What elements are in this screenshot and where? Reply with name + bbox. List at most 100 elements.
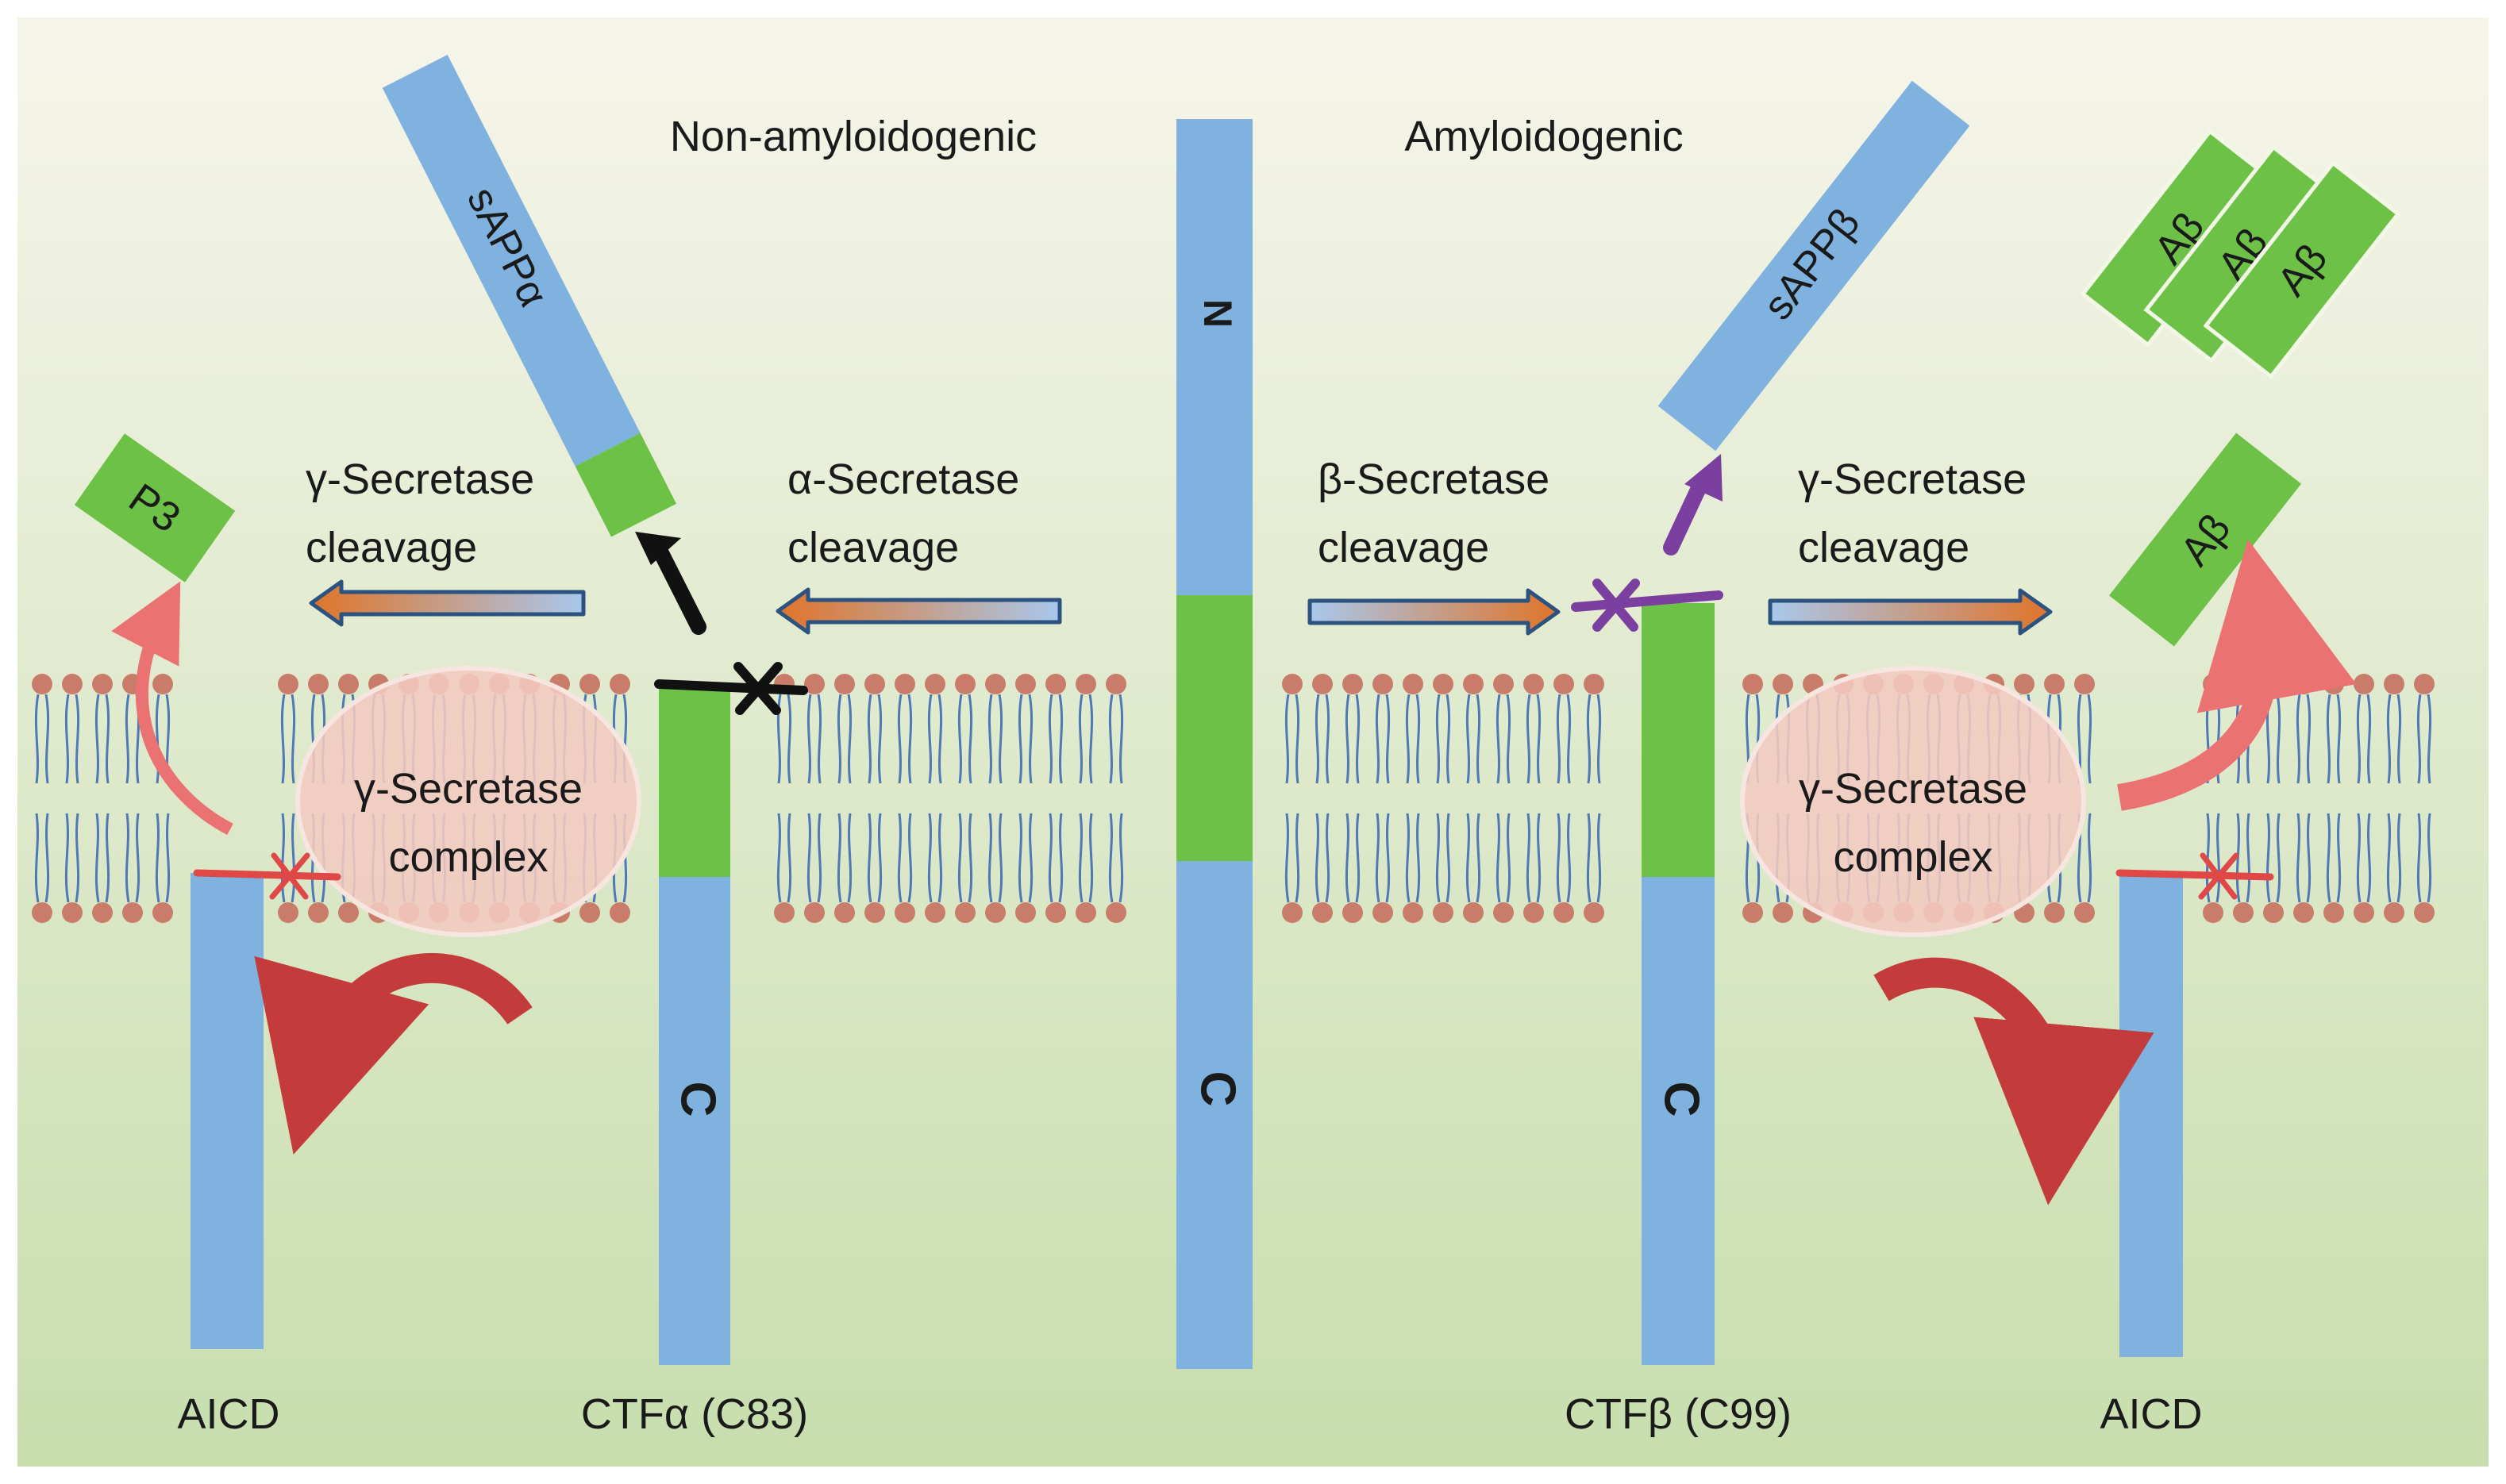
abeta-release-arrow (2117, 539, 2357, 811)
aicd-release-arrow-left (254, 953, 533, 1155)
alpha-cleavage-label-line1: α-Secretase (787, 456, 1019, 503)
lipid-head (32, 674, 52, 694)
lipid-head (2323, 674, 2344, 694)
lipid-tail (1048, 694, 1064, 784)
p3-fragment: P3 (74, 433, 236, 582)
gamma-complex-label-right-line1: γ-Secretase (1799, 765, 2027, 813)
gamma-cut-mark-right (2115, 852, 2274, 900)
lipid-head (2233, 902, 2254, 923)
ctf-alpha-fragment (659, 686, 730, 1365)
lipid-tail (927, 694, 943, 784)
lipid-head (2044, 902, 2065, 923)
lipid-head (610, 674, 630, 694)
lipid-head (1433, 674, 1453, 694)
p3-release-arrow (111, 581, 233, 836)
lipid-tail (94, 694, 110, 784)
lipid-tail (987, 813, 1003, 903)
lipid-head (1106, 902, 1126, 923)
ctfa-label: CTFα (C83) (581, 1390, 808, 1438)
gamma-complex-label-right-line2: complex (1833, 833, 1992, 881)
lipid-tail (64, 694, 80, 784)
lipid-head (2074, 674, 2095, 694)
lipid-head (1106, 674, 1126, 694)
lipid-tail (2356, 694, 2372, 784)
lipid-head (1312, 674, 1333, 694)
lipid-tail (2386, 694, 2402, 784)
c-terminus-label-ctfa: C (671, 1082, 726, 1117)
lipid-head (985, 674, 1006, 694)
gamma-secretase-complex-right (1740, 666, 2086, 937)
alpha-cleavage-label-line2: cleavage (787, 524, 959, 571)
gamma-cleavage-label-left-line1: γ-Secretase (306, 456, 534, 503)
lipid-head (1463, 902, 1484, 923)
app-full-length (1176, 119, 1253, 1369)
lipid-tail (2296, 813, 2312, 903)
lipid-head (864, 674, 885, 694)
lipid-head (152, 674, 173, 694)
alpha-cleavage-arrow (776, 587, 1062, 635)
lipid-head (32, 902, 52, 923)
lipid-tail (957, 694, 973, 784)
lipid-tail (1078, 694, 1094, 784)
lipid-head (2074, 902, 2095, 923)
lipid-head (1553, 674, 1574, 694)
lipid-tail (1018, 694, 1034, 784)
lipid-head (1372, 902, 1393, 923)
lipid-tail (280, 694, 296, 784)
abeta-fragment-3: Aβ (2203, 160, 2401, 379)
lipid-tail (1405, 813, 1421, 903)
gamma-cleavage-label-right-line2: cleavage (1798, 524, 1969, 571)
lipid-head (2414, 902, 2435, 923)
lipid-head (925, 674, 945, 694)
lipid-tail (1108, 813, 1124, 903)
ctf-beta-fragment (1642, 603, 1715, 1365)
ctfb-label: CTFβ (C99) (1565, 1390, 1792, 1438)
lipid-tail (2386, 813, 2402, 903)
lipid-tail (1375, 813, 1391, 903)
lipid-head (1523, 674, 1544, 694)
lipid-tail (1108, 694, 1124, 784)
lipid-head (1493, 674, 1514, 694)
lipid-head (864, 902, 885, 923)
lipid-head (1342, 902, 1363, 923)
lipid-tail (1556, 813, 1572, 903)
lipid-tail (1435, 813, 1451, 903)
lipid-tail (1556, 694, 1572, 784)
lipid-tail (2416, 694, 2432, 784)
lipid-head (2014, 674, 2034, 694)
lipid-head (2354, 902, 2374, 923)
lipid-tail (1345, 813, 1361, 903)
gamma-cleavage-arrow-left (309, 579, 586, 627)
c-terminus-label-ctfb: C (1654, 1082, 1709, 1117)
lipid-tail (1586, 694, 1602, 784)
lipid-tail (2416, 813, 2432, 903)
lipid-head (92, 902, 113, 923)
lipid-head (2263, 902, 2284, 923)
lipid-head (2323, 902, 2344, 923)
lipid-head (1433, 902, 1453, 923)
lipid-tail (1284, 694, 1300, 784)
lipid-head (579, 902, 600, 923)
lipid-head (1342, 674, 1363, 694)
lipid-head (1584, 902, 1604, 923)
lipid-head (62, 674, 83, 694)
gamma-cleavage-arrow-right (1768, 588, 2053, 636)
lipid-head (2203, 902, 2223, 923)
lipid-tail (280, 813, 296, 903)
lipid-tail (2265, 813, 2281, 903)
beta-cleavage-arrow (1307, 588, 1561, 636)
lipid-head (152, 902, 173, 923)
lipid-head (955, 674, 976, 694)
lipid-head (834, 902, 855, 923)
lipid-bilayer (32, 674, 2435, 923)
lipid-head (1553, 902, 1574, 923)
lipid-tail (1465, 694, 1481, 784)
lipid-tail (2356, 813, 2372, 903)
lipid-head (2354, 674, 2374, 694)
lipid-tail (806, 694, 822, 784)
gamma-cleavage-label-right-line1: γ-Secretase (1798, 456, 2027, 503)
lipid-tail (1435, 694, 1451, 784)
lipid-head (925, 902, 945, 923)
lipid-tail (1496, 694, 1511, 784)
